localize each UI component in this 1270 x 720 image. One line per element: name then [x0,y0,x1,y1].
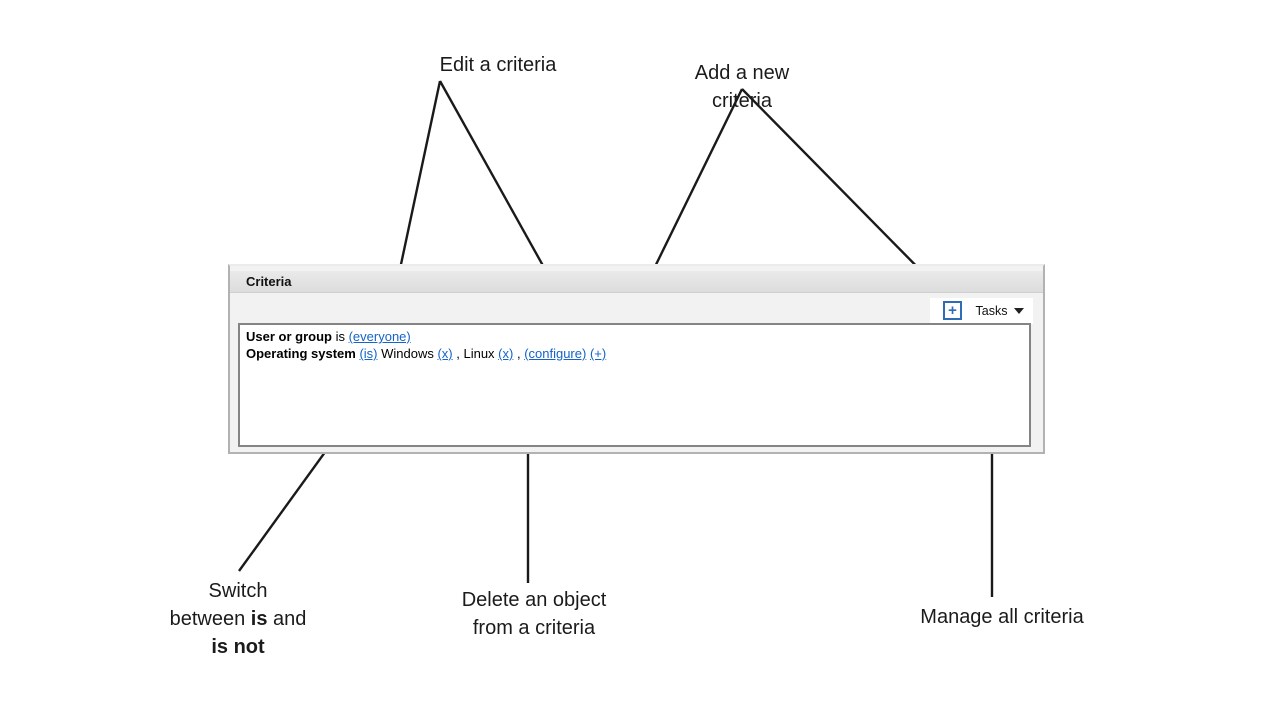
criteria-name: Operating system [246,346,356,361]
everyone-link[interactable]: (everyone) [348,329,411,344]
callout-add-criteria: Add a new criteria [694,62,790,112]
criteria-row-user-group: User or group is (everyone) [246,328,1023,345]
callout-delete-object: Delete an object from a criteria [434,586,634,642]
caret-down-icon [1014,307,1025,314]
criteria-panel: Criteria + Tasks User or group is (every… [228,264,1045,454]
criteria-list: User or group is (everyone) Operating sy… [238,323,1031,447]
add-object-link[interactable]: (+) [589,346,607,361]
callout-manage-criteria: Manage all criteria [920,606,1084,628]
os-linux-label: , Linux [452,346,499,361]
tasks-dropdown-button[interactable]: Tasks [970,300,1030,321]
callout-delete-line1: Delete an object [461,589,607,611]
os-windows-label: Windows [377,346,438,361]
panel-toolbar: + Tasks [930,298,1033,324]
configure-link[interactable]: (configure) [524,346,587,361]
criteria-operator: is [331,329,349,344]
add-right-leader-line [741,88,937,287]
criteria-row-operating-system: Operating system (is) Windows (x) , Linu… [246,345,1023,362]
callout-switch-line1: Switch [208,580,268,602]
callout-switch-line2: between is and [169,608,307,630]
panel-header: Criteria [230,271,1043,293]
is-toggle-link[interactable]: (is) [359,346,378,361]
callout-edit-criteria: Edit a criteria [439,54,557,76]
tasks-label: Tasks [975,303,1008,318]
callout-delete-line2: from a criteria [472,617,596,639]
separator-text: , [513,346,525,361]
callout-switch-line3: is not [211,636,265,658]
remove-windows-link[interactable]: (x) [437,346,453,361]
callout-switch-is: Switch between is and is not [148,577,328,661]
criteria-name: User or group [246,329,332,344]
remove-linux-link[interactable]: (x) [498,346,514,361]
add-criteria-button[interactable]: + [943,301,962,320]
